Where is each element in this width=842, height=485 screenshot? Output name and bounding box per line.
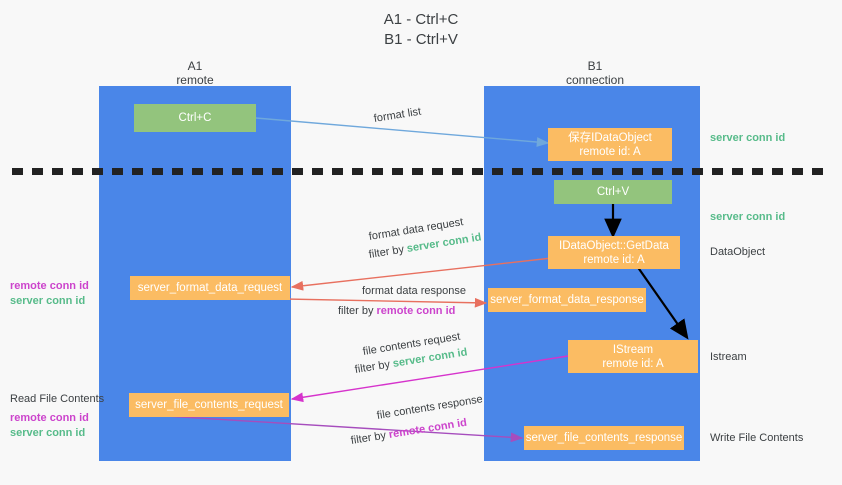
label-format-list-text: format list (372, 105, 422, 125)
box-server-format-data-request-label: server_format_data_request (137, 282, 283, 294)
label-format-data-response-filter: filter by remote conn id (338, 304, 455, 319)
label-format-data-response: format data response (362, 284, 466, 299)
box-ctrl-c-label: Ctrl+C (178, 112, 212, 124)
left-label-remote-conn-id-1: remote conn id (10, 280, 89, 292)
label-file-contents-response: file contents response (376, 392, 484, 424)
box-server-format-data-response[interactable]: server_format_data_response (488, 288, 646, 312)
lane-header-a1: A1 remote (115, 59, 275, 87)
box-server-file-contents-request[interactable]: server_file_contents_request (129, 393, 289, 417)
box-idataobject-getdata-sub: remote id: A (583, 253, 645, 266)
label-format-data-response-text: format data response (362, 285, 466, 297)
box-idataobject-getdata[interactable]: IDataObject::GetData remote id: A (548, 236, 680, 269)
box-istream-label: IStream (612, 343, 654, 356)
label-format-data-response-filter-key: remote conn id (376, 305, 456, 317)
label-file-contents-response-filter: filter by remote conn id (350, 416, 468, 449)
title-line-1: A1 - Ctrl+C (383, 11, 459, 28)
label-format-data-response-filter-prefix: filter by (338, 305, 377, 317)
left-label-read-file-contents: Read File Contents (10, 393, 105, 405)
box-idataobject-getdata-label: IDataObject::GetData (559, 239, 669, 252)
lane-header-a1-sub: remote (176, 73, 214, 87)
box-istream[interactable]: IStream remote id: A (568, 340, 698, 373)
box-ctrl-c[interactable]: Ctrl+C (134, 104, 256, 132)
left-label-server-conn-id-1: server conn id (10, 295, 86, 307)
label-file-contents-request-filter-prefix: filter by (353, 358, 394, 376)
right-label-dataobject: DataObject (710, 246, 766, 258)
box-save-idataobject-label: 保存IDataObject (568, 131, 652, 144)
box-ctrl-v[interactable]: Ctrl+V (554, 180, 672, 204)
right-label-istream: Istream (710, 351, 747, 363)
lane-header-b1-name: B1 (587, 59, 603, 73)
lane-header-a1-name: A1 (187, 59, 203, 73)
left-label-remote-conn-id-2: remote conn id (10, 412, 89, 424)
label-format-list: format list (373, 105, 422, 127)
box-server-file-contents-request-label: server_file_contents_request (135, 399, 283, 411)
lane-header-b1: B1 connection (515, 59, 675, 87)
box-istream-sub: remote id: A (602, 357, 664, 370)
box-ctrl-v-label: Ctrl+V (596, 186, 630, 198)
lane-header-b1-sub: connection (565, 73, 625, 87)
right-label-write-file-contents: Write File Contents (710, 432, 804, 444)
box-server-format-data-response-label: server_format_data_response (490, 294, 644, 306)
box-server-format-data-request[interactable]: server_format_data_request (130, 276, 290, 300)
box-server-file-contents-response[interactable]: server_file_contents_response (524, 426, 684, 450)
right-label-server-conn-id-top: server conn id (710, 132, 786, 144)
box-save-idataobject[interactable]: 保存IDataObject remote id: A (548, 128, 672, 161)
page-title: A1 - Ctrl+C B1 - Ctrl+V (0, 10, 842, 50)
phase-separator-dashed-line (12, 168, 830, 175)
left-label-server-conn-id-2: server conn id (10, 427, 86, 439)
label-format-data-request-filter-prefix: filter by (367, 243, 408, 261)
box-server-file-contents-response-label: server_file_contents_response (525, 432, 683, 444)
box-save-idataobject-sub: remote id: A (579, 145, 641, 158)
right-label-server-conn-id-mid: server conn id (710, 211, 786, 223)
label-file-contents-response-text: file contents response (375, 393, 484, 422)
title-line-2: B1 - Ctrl+V (384, 31, 458, 48)
label-file-contents-response-filter-prefix: filter by (349, 429, 390, 447)
